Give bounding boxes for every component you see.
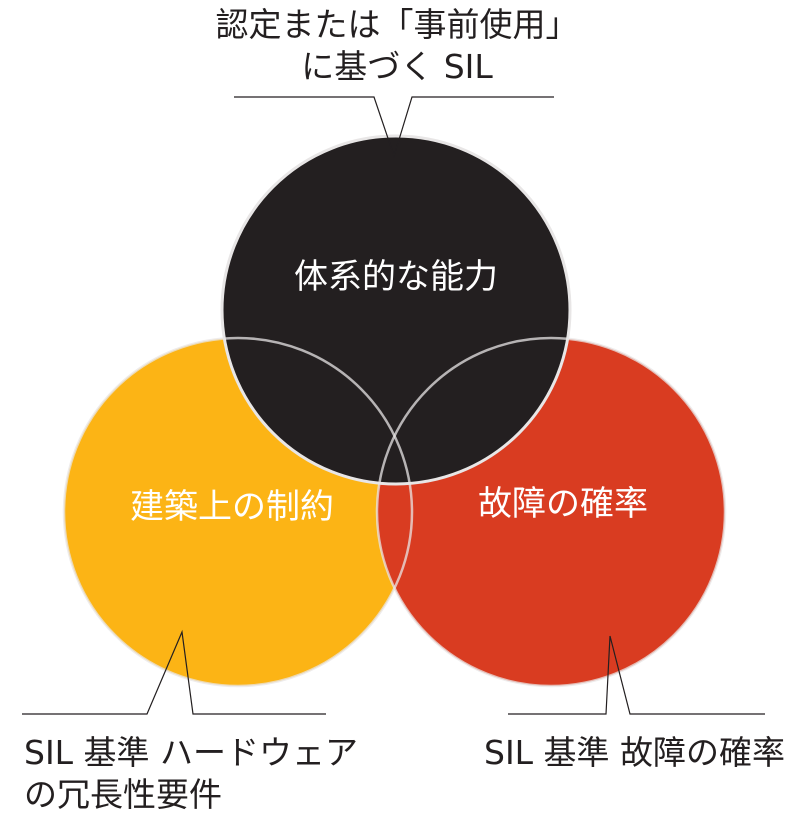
leader-top <box>234 96 554 158</box>
label-right: 故障の確率 <box>478 484 648 524</box>
label-left: 建築上の制約 <box>130 487 334 527</box>
label-top: 体系的な能力 <box>294 257 498 297</box>
callout-top-line1: 認定または「事前使用」 <box>215 5 579 44</box>
outline-right <box>375 336 727 688</box>
callout-left: SIL 基準 ハードウェア の冗長性要件 <box>24 732 358 816</box>
callout-right-line1: SIL 基準 故障の確率 <box>484 733 786 772</box>
outline-top <box>220 134 572 486</box>
leader-left <box>22 629 326 715</box>
callout-top-line2: に基づく SIL <box>301 47 493 86</box>
leader-right <box>508 635 765 715</box>
callout-right: SIL 基準 故障の確率 <box>484 732 785 774</box>
outline-left <box>62 336 414 688</box>
callout-left-line2: の冗長性要件 <box>24 775 222 814</box>
callout-top: 認定または「事前使用」 に基づく SIL <box>0 4 794 88</box>
circle-top <box>222 136 570 484</box>
callout-left-line1: SIL 基準 ハードウェア <box>24 733 359 772</box>
